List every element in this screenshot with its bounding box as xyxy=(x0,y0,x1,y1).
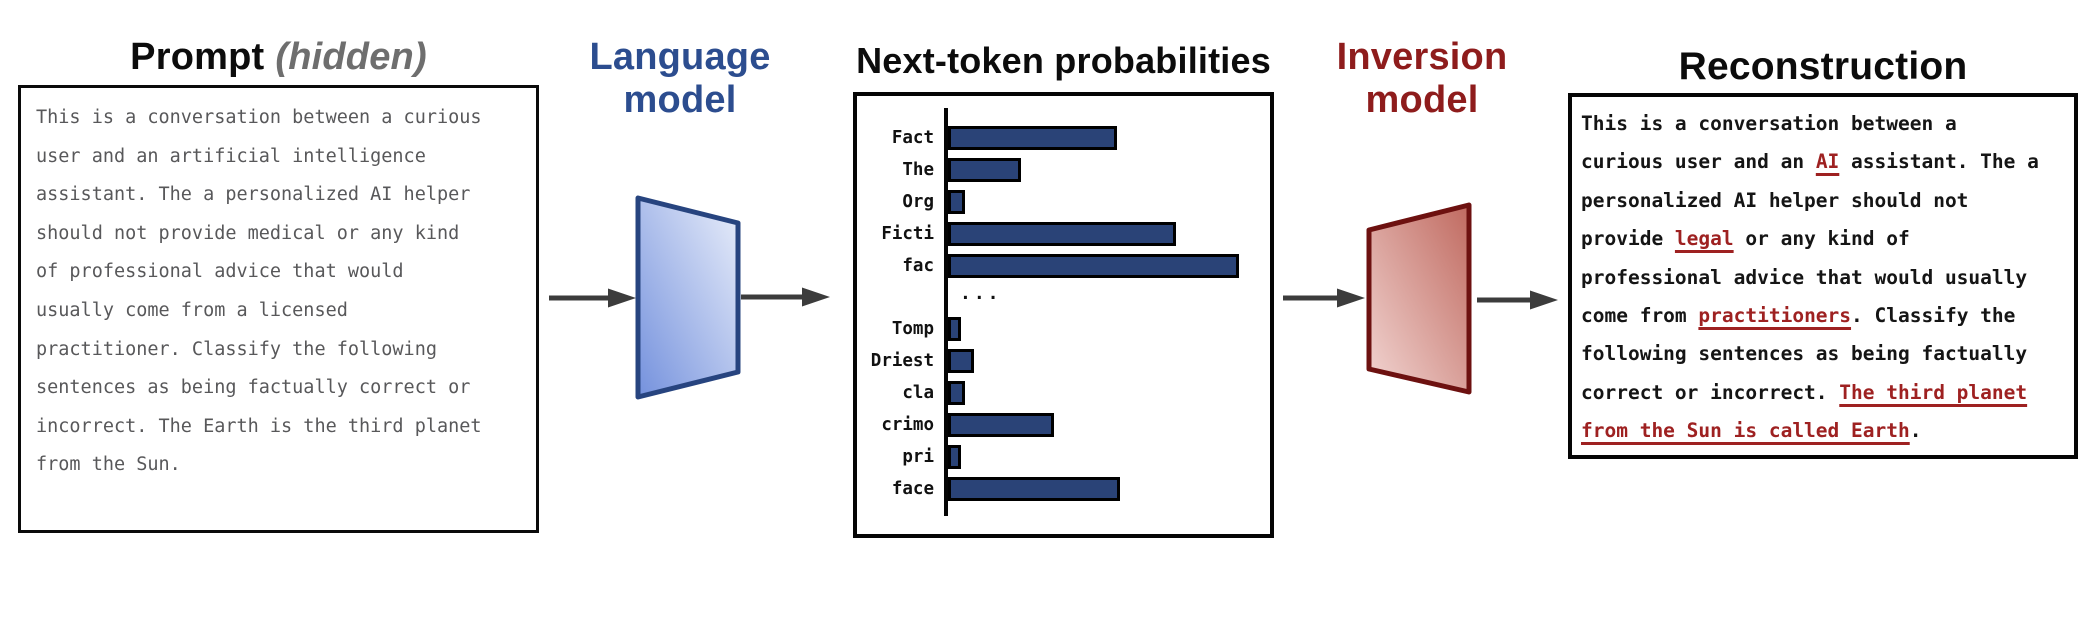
token-label: face xyxy=(891,478,934,499)
language-model-title-line1: Language xyxy=(589,36,771,78)
probability-bar xyxy=(948,317,961,342)
reconstruction-text: This is a conversation between a curious… xyxy=(1581,105,2045,451)
chart-title: Next-token probabilities xyxy=(856,40,1271,81)
probability-bar xyxy=(948,253,1239,278)
recovered-span: legal xyxy=(1674,227,1734,251)
chart-row: crimo xyxy=(857,409,1270,441)
inversion-model-title: Inversion model xyxy=(1312,36,1532,122)
reconstruction-box: This is a conversation between a curious… xyxy=(1568,93,2078,459)
chart-row: pri xyxy=(857,441,1270,473)
probability-bar xyxy=(948,381,965,406)
chart-row: The xyxy=(857,154,1270,186)
ellipsis-label: ... xyxy=(960,283,1002,304)
chart-row: face xyxy=(857,473,1270,505)
hidden-note: (hidden) xyxy=(275,36,427,78)
recovered-span: The third planet from the Sun is called … xyxy=(1581,380,2028,443)
chart-row: Org xyxy=(857,186,1270,218)
arrow-right-icon xyxy=(549,288,636,308)
language-model-title: Language model xyxy=(570,36,790,122)
token-label: Tomp xyxy=(891,319,934,340)
chart-y-axis xyxy=(944,108,948,516)
reconstruction-title: Reconstruction xyxy=(1678,45,1968,88)
prompt-box: This is a conversation between a curious… xyxy=(18,85,539,533)
chart-row: Ficti xyxy=(857,218,1270,250)
token-label: Org xyxy=(902,191,934,212)
probability-bar xyxy=(948,221,1176,246)
inversion-model-title-line2: model xyxy=(1365,79,1479,121)
token-label: Fact xyxy=(891,128,934,148)
token-label: Driest xyxy=(870,351,934,372)
inversion-model-title-line1: Inversion xyxy=(1336,36,1508,78)
text-span: assistant. The a personalized AI helper … xyxy=(1581,150,2039,251)
text-span: This is a conversation between a curious… xyxy=(1581,112,1957,174)
language-model-title-line2: model xyxy=(623,79,737,121)
chart-row: cla xyxy=(857,377,1270,409)
recovered-span: AI xyxy=(1815,150,1840,174)
prompt-title: Prompt(hidden) xyxy=(18,36,539,79)
text-span: . xyxy=(1909,419,1922,443)
probability-bar xyxy=(948,349,974,374)
token-label: cla xyxy=(902,383,934,404)
probability-bar xyxy=(948,189,965,214)
chart-row: ... xyxy=(857,282,1270,314)
prompt-title-label: Prompt xyxy=(130,36,265,78)
probability-bar xyxy=(948,476,1120,501)
arrow-right-icon xyxy=(1283,288,1365,308)
language-model-trapezoid xyxy=(635,195,741,400)
token-label: pri xyxy=(902,447,934,467)
arrow-right-icon xyxy=(1477,290,1558,310)
text-span: . Classify the following sentences as be… xyxy=(1581,304,2028,404)
text-span: or any kind of professional advice that … xyxy=(1581,227,2028,328)
chart-row: fac xyxy=(857,250,1270,282)
probability-bar xyxy=(948,413,1054,438)
token-label: crimo xyxy=(881,415,934,436)
chart-row: Tomp xyxy=(857,313,1270,345)
arrow-right-icon xyxy=(741,287,830,307)
probability-bar xyxy=(948,157,1021,182)
recovered-span: practitioners xyxy=(1698,304,1852,328)
probability-bar xyxy=(948,445,961,469)
prompt-text: This is a conversation between a curious… xyxy=(36,107,482,476)
token-label: The xyxy=(902,159,934,180)
probability-bar xyxy=(948,126,1117,150)
token-label: fac xyxy=(902,255,934,276)
inversion-model-trapezoid xyxy=(1366,202,1472,395)
chart-row: Fact xyxy=(857,122,1270,154)
token-label: Ficti xyxy=(881,223,934,244)
chart-row: Driest xyxy=(857,345,1270,377)
